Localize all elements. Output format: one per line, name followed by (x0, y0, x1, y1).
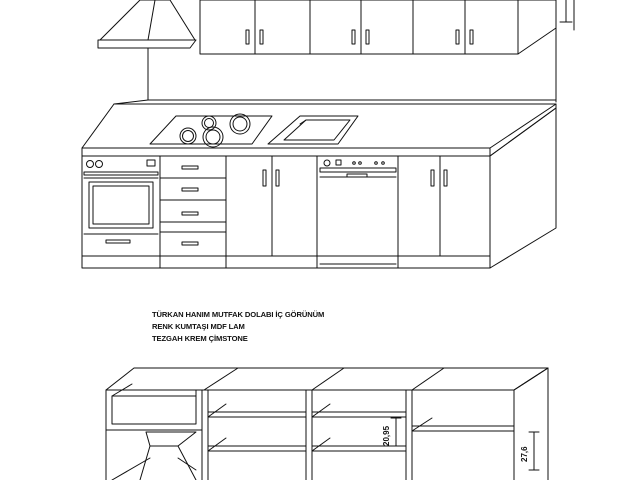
drawer-stack (159, 165, 227, 246)
side-height-label: 27,6 (520, 446, 529, 462)
shelf-height-label: 20,95 (382, 425, 391, 446)
cooktop (149, 113, 273, 148)
range-hood (97, 0, 197, 101)
countertop (81, 99, 557, 157)
base-cabinets (81, 107, 557, 269)
upper-cabinets (97, 0, 575, 103)
interior-view (105, 367, 549, 480)
oven (83, 159, 159, 244)
caption-countertop: TEZGAH KREM ÇİMSTONE (152, 334, 248, 343)
sink (267, 115, 359, 145)
caption-title: TÜRKAN HANIM MUTFAK DOLABI İÇ GÖRÜNÜM (152, 310, 325, 319)
dishwasher (319, 159, 397, 265)
caption-color: RENK KUMTAŞI MDF LAM (152, 322, 245, 331)
